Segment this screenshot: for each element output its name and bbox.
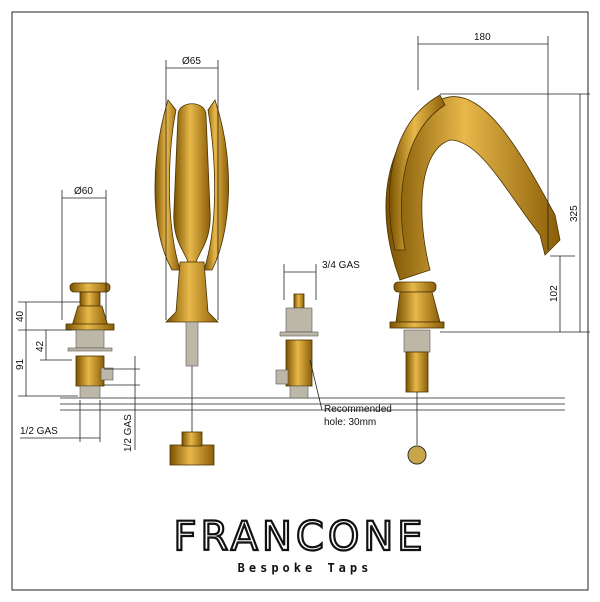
dim-spout-diameter: Ø65 [182,56,201,67]
handle-valve-left [65,282,115,399]
dim-handle-diameter: Ø60 [74,186,93,197]
dimension-lines [18,36,590,450]
spout-front-view [154,99,229,466]
dim-thread-length: 42 [35,340,46,352]
note-hole-line1: Recommended [324,404,392,415]
brand-tagline: Bespoke Taps [238,561,373,575]
dim-outlet-height: 102 [549,285,560,302]
dim-inlet-thread-vertical: 1/2 GAS [123,414,134,452]
dim-handle-height: 40 [15,310,26,322]
dim-body-length: 91 [15,358,26,370]
spout-side-view [385,94,561,465]
dim-valve-thread: 3/4 GAS [322,260,360,271]
note-hole-line2: hole: 30mm [324,417,376,428]
dim-spout-reach: 180 [474,32,491,43]
drawing-frame [11,11,589,591]
countertop-lines [60,397,565,411]
dim-spout-height: 325 [569,205,580,222]
brand-logo: FRANCONE [173,514,426,560]
dim-inlet-thread-horizontal: 1/2 GAS [20,426,58,437]
valve-center [275,293,319,399]
